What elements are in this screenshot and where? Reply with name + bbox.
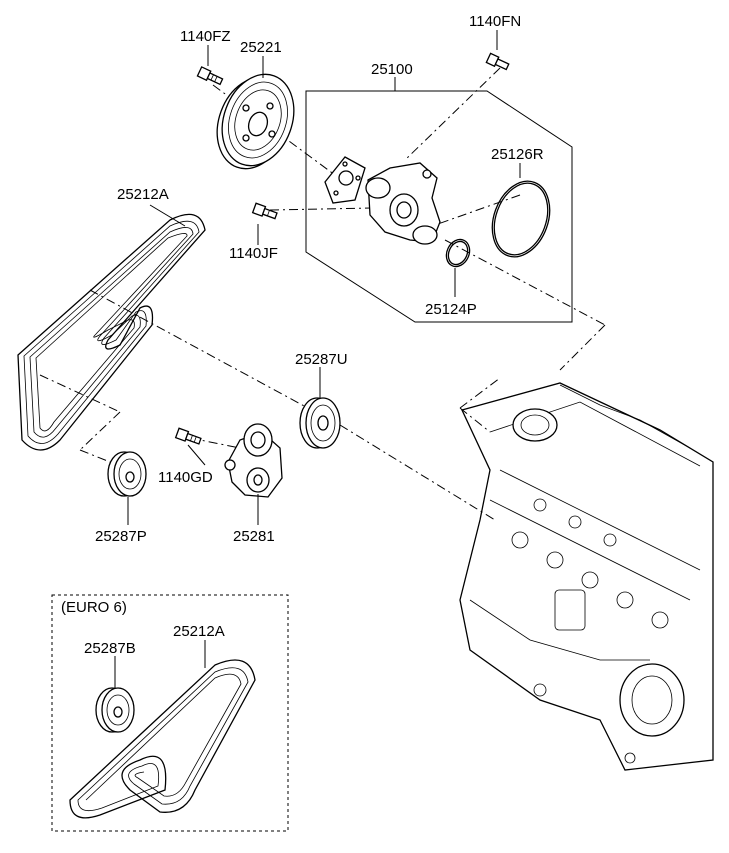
part-label-1140jf: 1140JF — [229, 245, 278, 262]
gasket-ring-icon — [491, 180, 551, 258]
bolt-icon — [251, 202, 278, 220]
gasket-ring-icon — [445, 238, 471, 268]
part-label-25281: 25281 — [233, 528, 275, 545]
bolt-icon — [196, 66, 224, 86]
serpentine-belt-icon — [17, 213, 206, 451]
bolt-icon — [485, 52, 510, 71]
euro6-box — [51, 594, 289, 832]
part-label-1140fn: 1140FN — [469, 13, 522, 30]
part-label-25124p: 25124P — [425, 301, 477, 318]
part-label-25212a-euro: 25212A — [173, 623, 225, 640]
part-label-1140fz: 1140FZ — [180, 28, 231, 45]
part-label-1140gd: 1140GD — [158, 469, 213, 486]
pulley-icon — [216, 73, 295, 170]
engine-block-icon — [459, 382, 714, 771]
part-label-25100: 25100 — [371, 61, 413, 78]
bolt-icon — [174, 427, 202, 445]
part-label-25126r: 25126R — [491, 146, 544, 163]
idler-pulley-icon — [299, 397, 341, 449]
idler-pulley-icon — [107, 451, 147, 497]
water-pump-icon — [365, 162, 441, 245]
part-label-25287b: 25287B — [84, 640, 136, 657]
leader-lines — [114, 30, 521, 688]
tensioner-icon — [224, 423, 283, 498]
part-label-25287u: 25287U — [295, 351, 348, 368]
gasket-ring-icon — [324, 156, 366, 204]
assembly-box-25100 — [305, 77, 573, 323]
part-label-25221: 25221 — [240, 39, 282, 56]
part-label-25212a: 25212A — [117, 186, 169, 203]
serpentine-belt-icon — [69, 659, 256, 819]
part-label-25287p: 25287P — [95, 528, 147, 545]
euro6-label: (EURO 6) — [61, 599, 127, 616]
idler-pulley-icon — [95, 687, 135, 733]
